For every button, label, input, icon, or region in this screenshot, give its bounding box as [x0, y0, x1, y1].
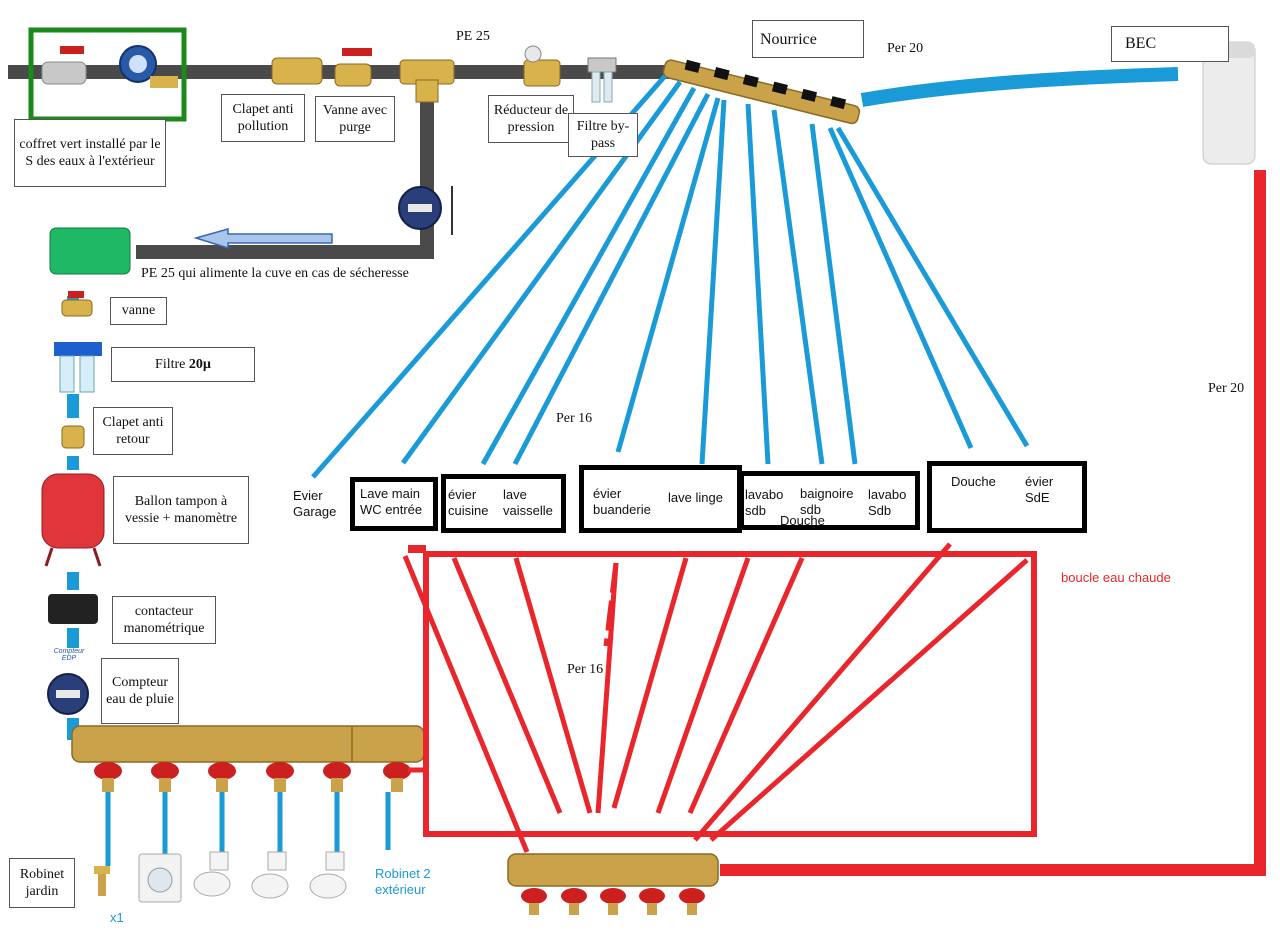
vanne-label: vanne: [110, 297, 167, 325]
fixture-box-cuisine: [441, 474, 566, 533]
evier-buanderie-label: évier buanderie: [593, 486, 651, 518]
filtre-bypass-label: Filtre by-pass: [568, 113, 638, 157]
ballon-label: Ballon tampon à vessie + manomètre: [113, 476, 249, 544]
vanne-purge-label: Vanne avec purge: [315, 96, 395, 142]
rainwater-manifold-stubs: [102, 778, 403, 792]
clapet-anti-pollution-device: [271, 57, 323, 85]
cuve-tank: [49, 227, 131, 275]
per20-top-label: Per 20: [887, 41, 924, 56]
clapet-retour-label: Clapet anti retour: [93, 407, 173, 455]
nourrice-label: Nourrice: [752, 20, 864, 58]
filtre-label: Filtre 20µ: [111, 347, 255, 382]
per20-right-label: Per 20: [1208, 381, 1245, 396]
lave-main-label: Lave main WC entrée: [360, 486, 423, 518]
pe25-cuve-label: PE 25 qui alimente la cuve en cas de séc…: [141, 266, 409, 281]
tee-fitting: [399, 59, 455, 103]
baignoire-sdb-label: baignoire sdb: [800, 486, 854, 518]
boucle-label: boucle eau chaude: [1061, 570, 1171, 585]
douche-small-label: Douche: [780, 513, 825, 528]
hot-dashed: [603, 562, 619, 647]
hot-loop: [423, 551, 1037, 837]
x1-label: x1: [110, 910, 124, 925]
ball-valve-coffret: [41, 46, 87, 85]
evier-cuisine-label: évier cuisine: [448, 487, 489, 519]
cold-manifold: [662, 59, 861, 125]
filtre-left-device: [54, 342, 102, 393]
fixture-box-buanderie: [579, 465, 742, 533]
robinet-jardin-label: Robinet jardin: [9, 858, 75, 908]
per20-to-bec: [860, 67, 1179, 107]
rainwater-manifold: [71, 725, 425, 763]
per16-hot-label: Per 16: [567, 662, 604, 677]
lave-vaisselle-label: lave vaisselle: [503, 487, 553, 519]
evier-sde-label: évier SdE: [1025, 474, 1054, 506]
contacteur-device: [48, 594, 98, 624]
rainwater-outlets: [105, 792, 391, 866]
clapet-retour-device: [61, 425, 85, 449]
rainwater-manifold-valves: [94, 762, 411, 780]
fixture-box-sde: [927, 461, 1087, 533]
clapet-anti-pollution-label: Clapet anti pollution: [221, 94, 305, 142]
flow-arrow: [193, 228, 333, 250]
lave-linge-label: lave linge: [668, 490, 723, 505]
toilet-2: [251, 851, 289, 899]
hot-per20: [720, 170, 1266, 876]
bec-label: BEC: [1111, 26, 1229, 62]
washing-machine-device: [138, 853, 182, 903]
compteur-pluie-label: Compteur eau de pluie: [101, 658, 179, 724]
pe25-label: PE 25: [456, 29, 490, 44]
per16-top-label: Per 16: [556, 411, 593, 426]
vanne-left-device: [61, 291, 93, 317]
douche-label: Douche: [951, 474, 996, 489]
filtre-label-size: 20µ: [188, 356, 211, 372]
filtre-bypass-device: [587, 57, 617, 103]
toilet-3: [309, 851, 347, 899]
compteur-edp-label: Compteur EDP: [53, 648, 85, 662]
compteur-pluie-device: [47, 673, 89, 715]
fixture-box-wc: [350, 477, 438, 531]
hot-manifold-valves: [521, 888, 705, 904]
cuve-meter: [398, 186, 453, 235]
hot-manifold: [507, 853, 719, 887]
lavabo-sdb2-label: lavabo Sdb: [868, 487, 907, 519]
robinet-ext-label: Robinet 2 extérieur: [375, 866, 431, 897]
water-meter-coffret: [119, 45, 178, 88]
coffret-label: coffret vert installé par le S des eaux …: [14, 119, 166, 187]
reducteur-label: Réducteur de pression: [488, 95, 574, 143]
ballon-device: [41, 473, 105, 567]
hot-manifold-stubs: [529, 903, 697, 915]
lavabo-sdb1-label: lavabo sdb: [745, 487, 784, 519]
fixture-box-sdb: [739, 471, 920, 530]
contacteur-label: contacteur manométrique: [112, 596, 216, 644]
garden-tap-device: [94, 866, 110, 896]
reducteur-device: [523, 45, 561, 87]
filtre-label-prefix: Filtre: [155, 356, 189, 372]
evier-garage-label: Evier Garage: [293, 488, 337, 520]
vanne-purge-device: [334, 48, 372, 87]
toilet-1: [193, 851, 231, 897]
hot-distribution: [402, 542, 1029, 853]
